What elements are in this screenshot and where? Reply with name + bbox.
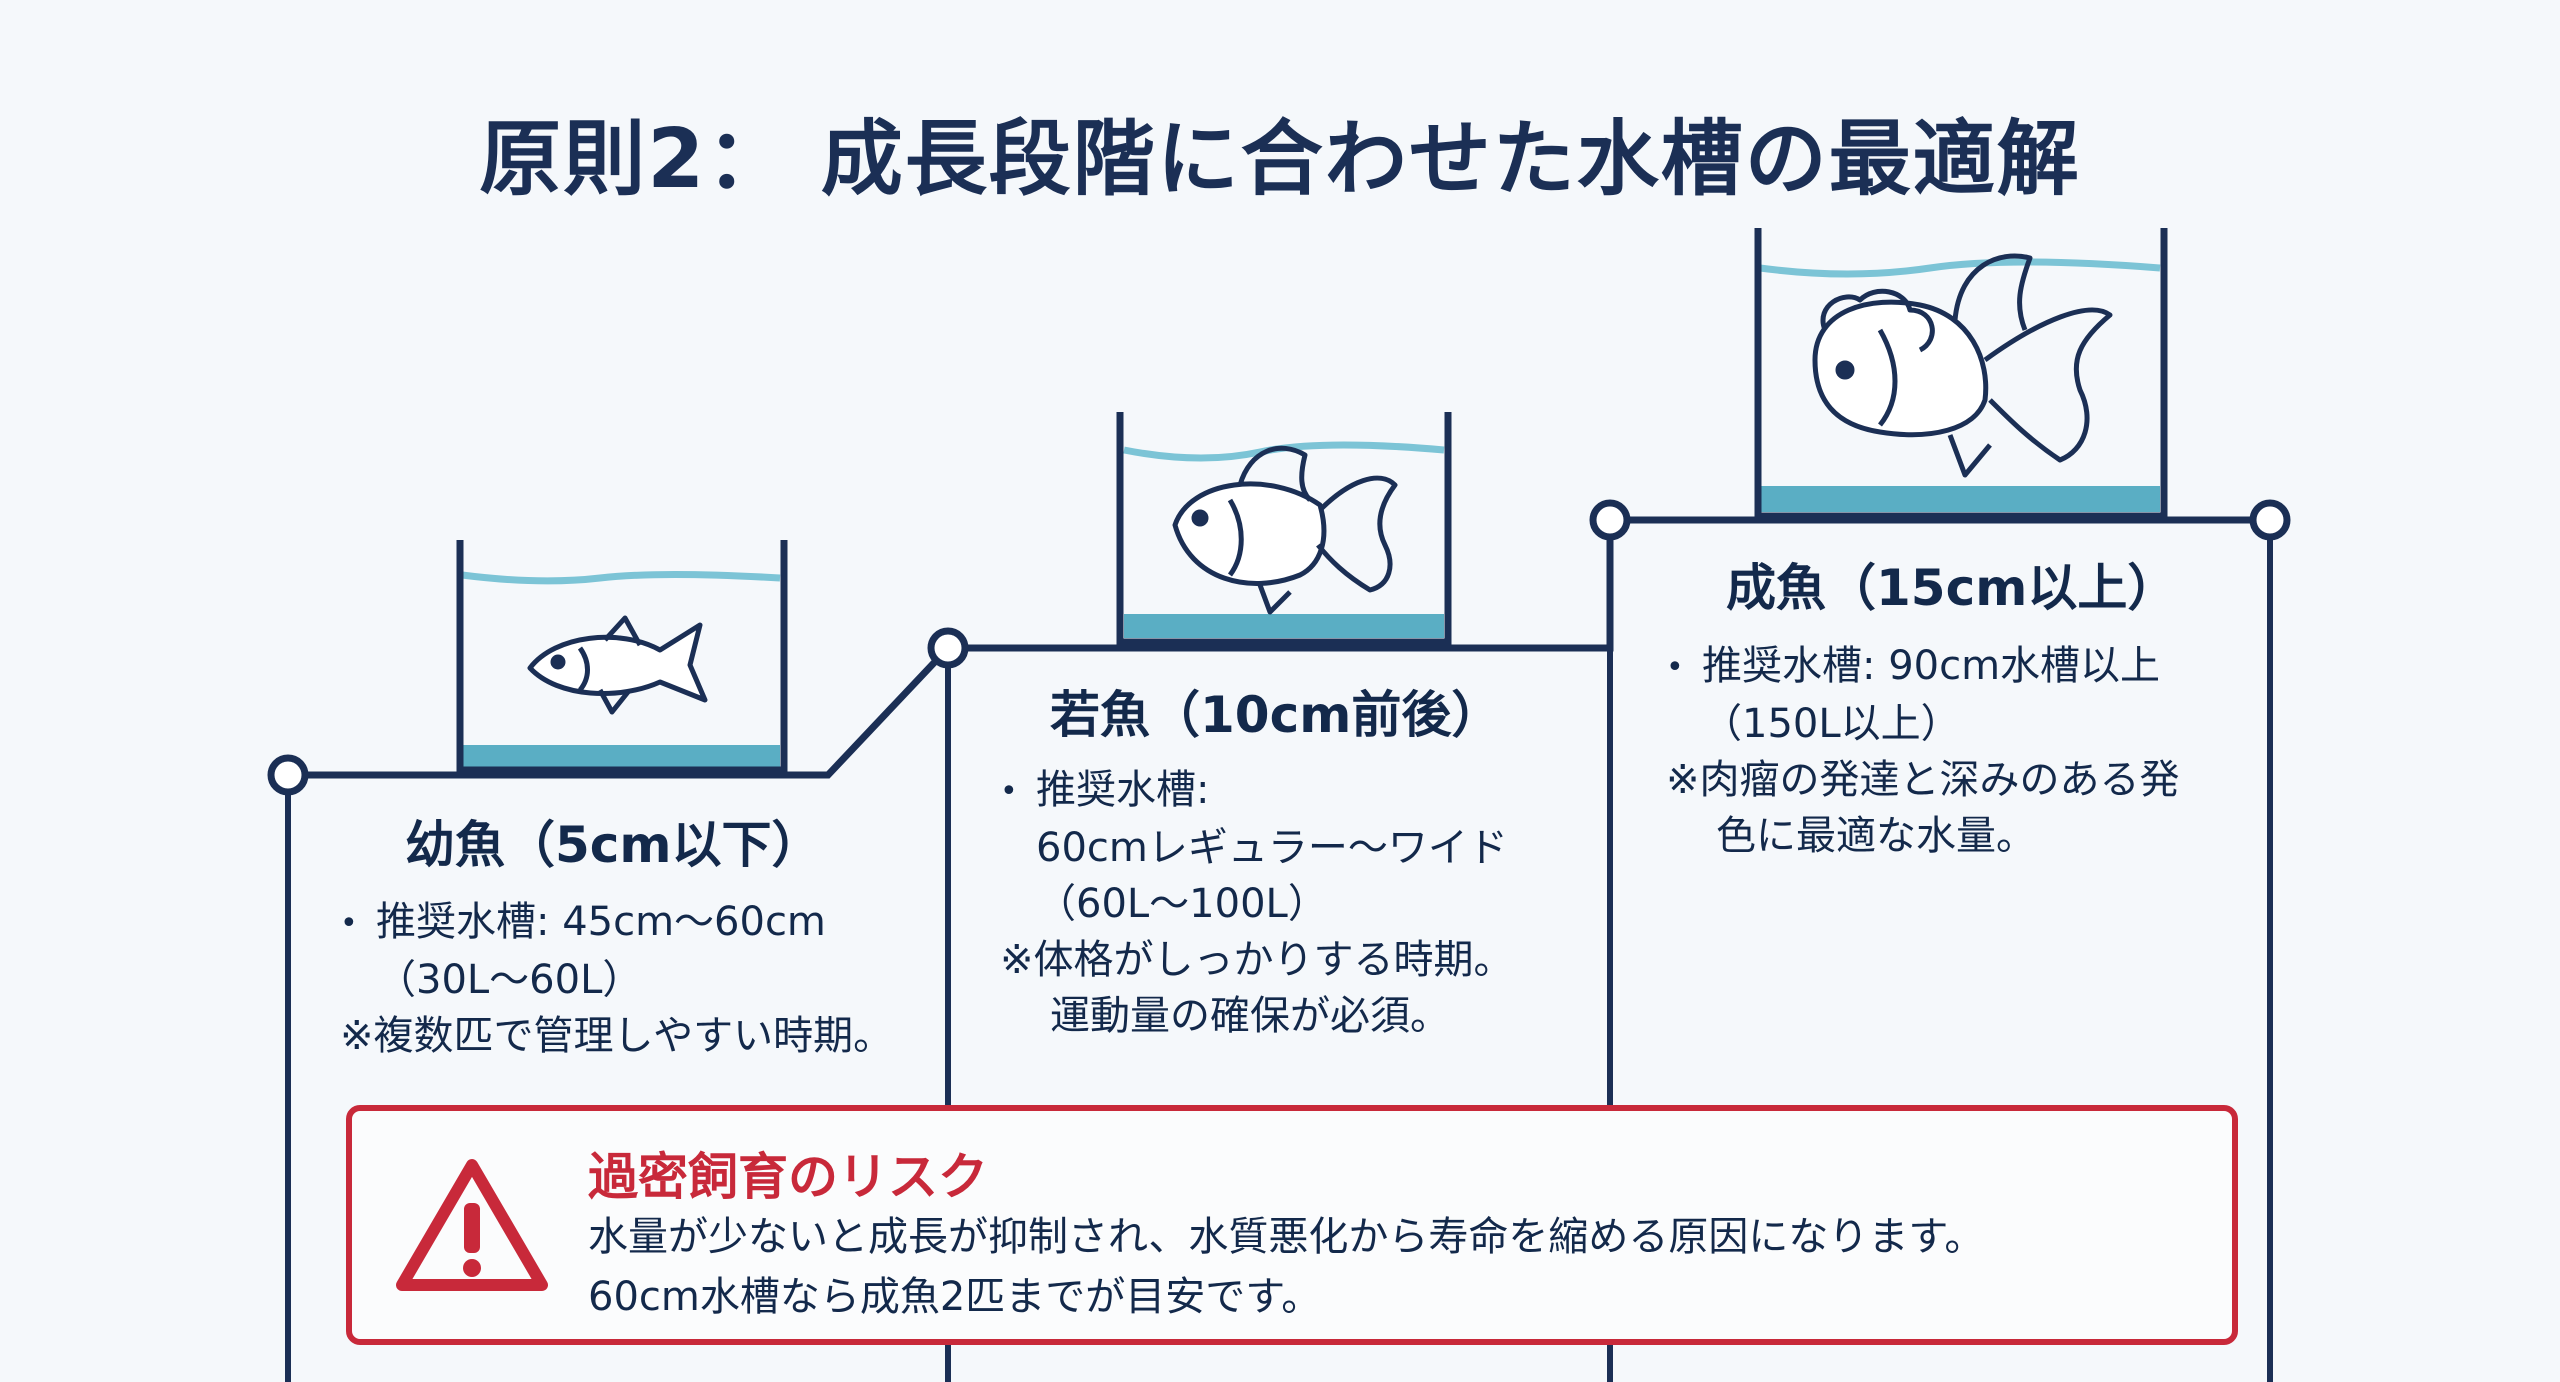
large-fish-icon	[1812, 253, 2113, 478]
stage-2-bullet-cont2: （60L〜100L）	[1036, 881, 1328, 927]
stage-2-note-1: ※体格がしっかりする時期。	[1000, 937, 1514, 983]
stage-1-bullet-cont: （30L〜60L）	[376, 957, 643, 1003]
stage-3-heading: 成魚（15cm以上）	[1726, 559, 2178, 617]
aquarium-medium-icon	[1116, 412, 1452, 646]
stage-1-bullet-label: 推奨水槽: 45cm〜60cm	[376, 899, 826, 945]
risk-callout: 過密飼育のリスク 水量が少ないと成長が抑制され、水質悪化から寿命を縮める原因にな…	[346, 1105, 2238, 1345]
stage-2-body: • 推奨水槽: 60cmレギュラー〜ワイド （60L〜100L） ※体格がしっかり…	[1000, 762, 1514, 1044]
risk-line-2: 60cm水槽なら成魚2匹までが目安です。	[588, 1274, 1322, 1320]
stage-3-body: • 推奨水槽: 90cm水槽以上 （150L以上） ※肉瘤の発達と深みのある発 色…	[1666, 638, 2180, 864]
stage-3-bullet-cont: （150L以上）	[1702, 701, 1961, 747]
stage-1-body: • 推奨水槽: 45cm〜60cm （30L〜60L） ※複数匹で管理しやすい時期…	[340, 894, 893, 1064]
stage-2-bullet-label: 推奨水槽:	[1036, 767, 1210, 813]
bullet-dot: •	[1000, 774, 1018, 809]
risk-title: 過密飼育のリスク	[588, 1148, 988, 1206]
stage-3-note-1: ※肉瘤の発達と深みのある発	[1666, 757, 2180, 803]
stage-3-bullet-label: 推奨水槽: 90cm水槽以上	[1702, 643, 2161, 689]
stage-3-bullet: • 推奨水槽: 90cm水槽以上	[1666, 638, 2180, 696]
stage-1-note: ※複数匹で管理しやすい時期。	[340, 1013, 894, 1059]
stage-2-note-2: 運動量の確保が必須。	[1050, 993, 1450, 1039]
bullet-dot: •	[1666, 650, 1684, 685]
risk-text: 水量が少ないと成長が抑制され、水質悪化から寿命を縮める原因になります。 60cm…	[588, 1207, 1984, 1327]
stage-1-heading: 幼魚（5cm以下）	[405, 816, 822, 874]
node-4	[2249, 499, 2291, 541]
aquarium-small-icon	[456, 540, 788, 774]
medium-fish-icon	[1172, 445, 1398, 615]
stage-2-bullet-cont: 60cmレギュラー〜ワイド	[1036, 825, 1508, 871]
node-3	[1589, 499, 1631, 541]
warning-triangle-icon	[396, 1159, 548, 1291]
page-title: 原則2： 成長段階に合わせた水槽の最適解	[479, 112, 2081, 207]
stage-3-note-2: 色に最適な水量。	[1716, 813, 2036, 859]
risk-line-1: 水量が少ないと成長が抑制され、水質悪化から寿命を縮める原因になります。	[588, 1214, 1985, 1260]
stage-2-bullet: • 推奨水槽:	[1000, 762, 1514, 820]
node-2	[927, 627, 969, 669]
aquarium-large-icon	[1754, 228, 2168, 520]
stage-1-bullet: • 推奨水槽: 45cm〜60cm	[340, 894, 893, 952]
node-1	[267, 754, 309, 796]
staircase-line	[288, 516, 2270, 779]
bullet-dot: •	[340, 906, 358, 941]
small-fish-icon	[527, 615, 708, 715]
stage-2-heading: 若魚（10cm前後）	[1050, 686, 1502, 744]
